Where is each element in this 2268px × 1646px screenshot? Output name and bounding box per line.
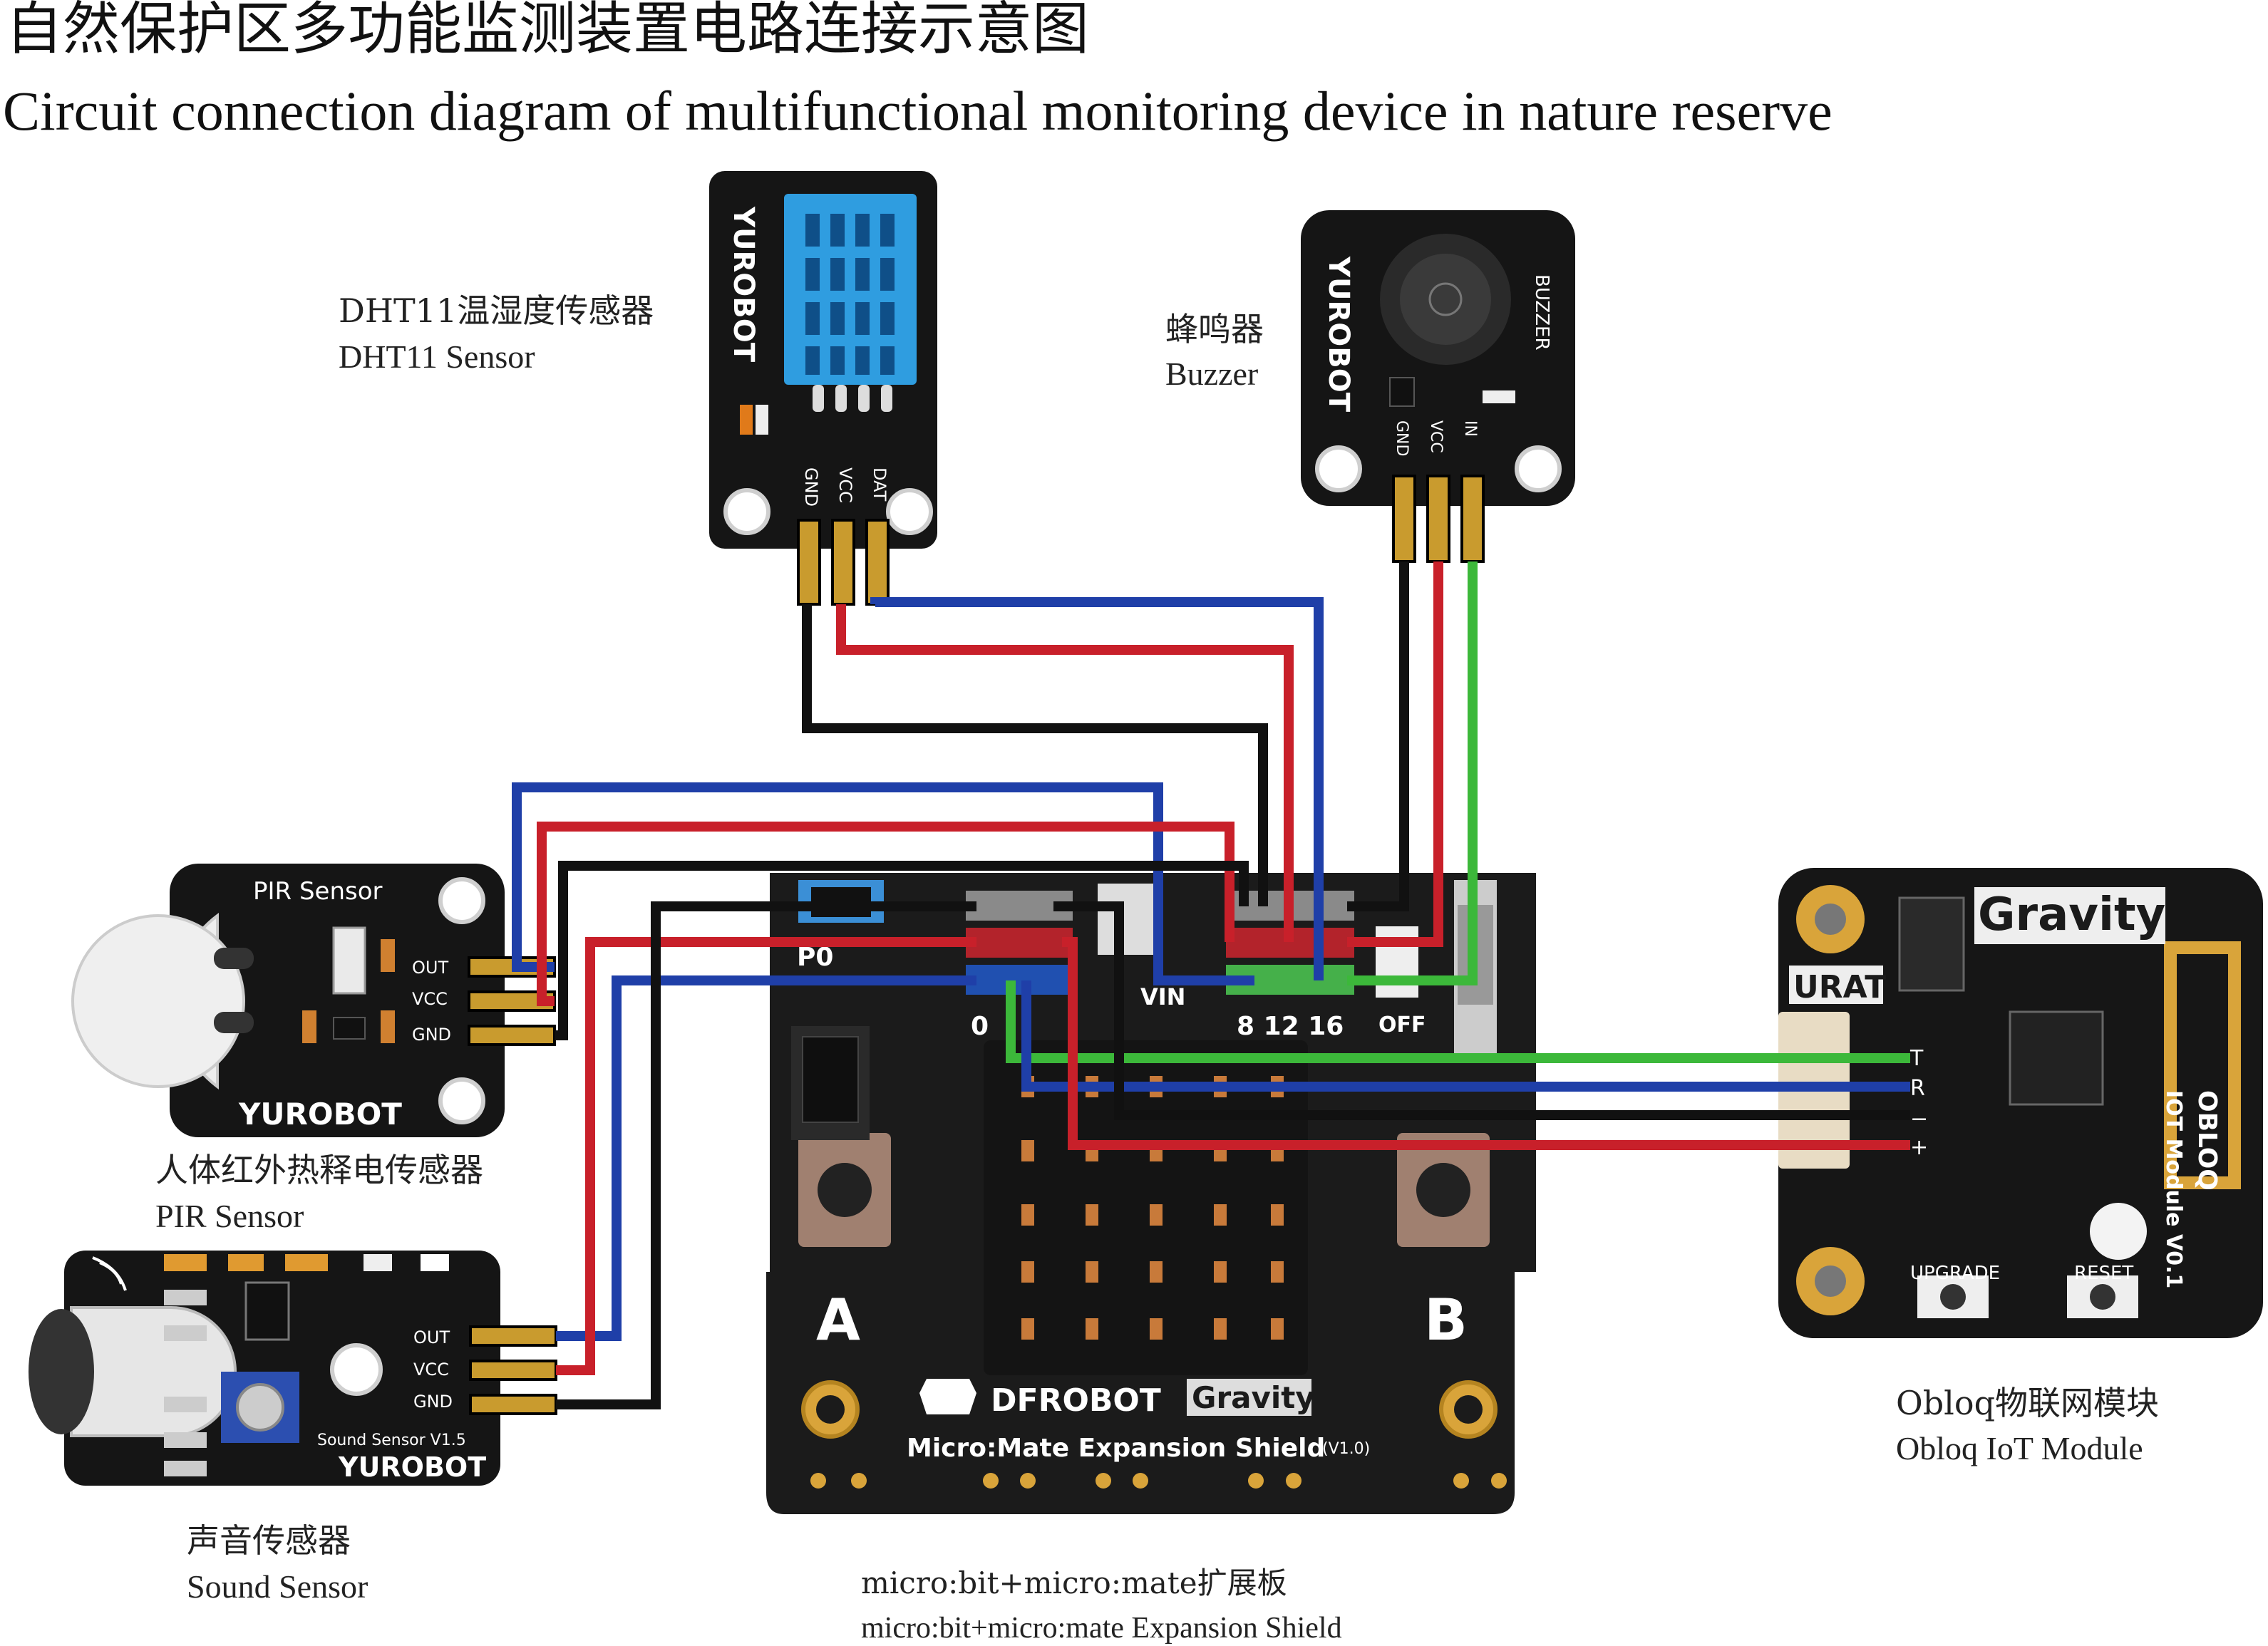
sound-header-pins bbox=[469, 1325, 557, 1415]
obloq-reset: RESET bbox=[2074, 1263, 2133, 1284]
sound-pin-gnd: GND bbox=[413, 1392, 453, 1412]
wire-sound-vcc bbox=[556, 937, 976, 1375]
pir-brand: YUROBOT bbox=[238, 1097, 402, 1132]
obloq-pin-r: R bbox=[1910, 1076, 1925, 1101]
buzzer-pin-vcc: VCC bbox=[1427, 420, 1445, 453]
title-cn: 自然保护区多功能监测装置电路连接示意图 bbox=[6, 0, 1089, 62]
obloq-side-text-2: IOT Module V0.1 bbox=[2161, 1090, 2186, 1288]
wire-dht11-vcc bbox=[836, 604, 1294, 942]
wire-buzzer-in bbox=[1347, 561, 1478, 985]
shield-name: Micro:Mate Expansion Shield bbox=[907, 1434, 1325, 1463]
wire-obloq-r bbox=[1021, 980, 1910, 1092]
dht11-board-text: DHT11 Sensor bbox=[943, 222, 964, 355]
wire-obloq-vcc bbox=[1062, 937, 1910, 1150]
obloq-gravity: Gravity bbox=[1978, 889, 2165, 941]
expansion-shield: P0 0 VIN 8 12 16 OFF A B DFROBOT Gravity… bbox=[766, 873, 1536, 1514]
obloq-chip bbox=[2009, 1010, 2104, 1106]
buzzer-module: YUROBOT BUZZER GND VCC IN bbox=[1301, 210, 1575, 563]
sound-module: OUT VCC GND Sound Sensor V1.5 YUROBOT bbox=[29, 1251, 557, 1486]
shield-btn-b: B bbox=[1424, 1287, 1468, 1353]
obloq-pin-t: T bbox=[1909, 1046, 1924, 1071]
shield-gravity: Gravity bbox=[1192, 1380, 1315, 1415]
sound-label-cn: 声音传感器 bbox=[187, 1521, 351, 1560]
sound-label-en: Sound Sensor bbox=[187, 1568, 368, 1605]
buzzer-brand: YUROBOT bbox=[1322, 256, 1355, 413]
obloq-pin-minus: − bbox=[1910, 1107, 1928, 1132]
shield-version: (V1.0) bbox=[1322, 1440, 1370, 1458]
shield-btn-a: A bbox=[816, 1287, 860, 1353]
buzzer-pin-gnd: GND bbox=[1393, 420, 1411, 456]
obloq-label-cn: Obloq物联网模块 bbox=[1896, 1384, 2159, 1422]
sound-pin-vcc: VCC bbox=[413, 1360, 449, 1380]
dht11-header-pins bbox=[797, 519, 890, 606]
obloq-antenna bbox=[2164, 941, 2241, 1189]
pir-label-en: PIR Sensor bbox=[155, 1198, 304, 1234]
buzzer-label-en: Buzzer bbox=[1165, 356, 1258, 392]
dht11-module: YUROBOT DHT11 Sensor GND VCC DAT bbox=[709, 171, 964, 606]
pir-module: PIR Sensor YUROBOT OUT VCC GND bbox=[71, 864, 556, 1137]
shield-pin-0: 0 bbox=[971, 1012, 989, 1041]
dht11-pin-vcc: VCC bbox=[835, 467, 855, 503]
obloq-urat: URAT bbox=[1793, 969, 1886, 1005]
shield-label-cn: micro:bit+micro:mate扩展板 bbox=[861, 1565, 1287, 1600]
pir-board-text: PIR Sensor bbox=[253, 877, 383, 906]
dht11-sensor-grill bbox=[784, 194, 917, 385]
title-en: Circuit connection diagram of multifunct… bbox=[3, 80, 1833, 142]
wire-obloq-t bbox=[1006, 980, 1910, 1063]
sound-pin-out: OUT bbox=[413, 1327, 450, 1347]
wire-sound-gnd bbox=[556, 901, 976, 1409]
microbit-led-matrix bbox=[984, 1040, 1308, 1375]
dht11-brand: YUROBOT bbox=[727, 206, 760, 363]
sound-microphone bbox=[70, 1306, 237, 1437]
shield-pin-p0: P0 bbox=[797, 943, 833, 972]
obloq-upgrade: UPGRADE bbox=[1910, 1263, 2000, 1284]
dfrobot-logo-icon bbox=[919, 1379, 976, 1414]
sound-board-text: Sound Sensor V1.5 bbox=[317, 1432, 466, 1449]
shield-off: OFF bbox=[1378, 1013, 1426, 1037]
wires bbox=[512, 561, 1910, 1409]
buzzer-label-cn: 蜂鸣器 bbox=[1165, 310, 1264, 348]
dht11-pin-dat: DAT bbox=[870, 467, 890, 502]
obloq-module: Gravity URAT UPGRADE RESET OBLOQ IOT Mod… bbox=[1778, 868, 2263, 1338]
wire-dht11-gnd bbox=[802, 604, 1268, 906]
shield-vin: VIN bbox=[1140, 983, 1185, 1010]
buzzer-pin-in: IN bbox=[1461, 420, 1479, 437]
wire-pir-out bbox=[512, 782, 1254, 985]
wire-buzzer-vcc bbox=[1347, 561, 1443, 947]
sound-brand: YUROBOT bbox=[338, 1451, 486, 1483]
wire-dht11-dat bbox=[870, 597, 1324, 980]
dht11-label-en: DHT11 Sensor bbox=[339, 338, 535, 375]
shield-pins-right: 8 12 16 bbox=[1237, 1012, 1344, 1041]
wire-buzzer-gnd bbox=[1347, 561, 1409, 911]
buzzer-header-pins bbox=[1392, 475, 1485, 563]
shield-label-en: micro:bit+micro:mate Expansion Shield bbox=[861, 1612, 1342, 1645]
obloq-label-en: Obloq IoT Module bbox=[1896, 1430, 2143, 1466]
buzzer-board-text: BUZZER bbox=[1531, 274, 1552, 351]
shield-brand: DFROBOT bbox=[991, 1382, 1161, 1419]
wire-pir-gnd bbox=[555, 861, 1249, 1040]
pir-pin-vcc: VCC bbox=[412, 989, 448, 1009]
obloq-side-text-1: OBLOQ bbox=[2192, 1090, 2222, 1191]
dht11-pin-gnd: GND bbox=[801, 467, 821, 507]
dht11-label-cn: DHT11温湿度传感器 bbox=[339, 291, 654, 330]
wire-obloq-gnd bbox=[1053, 901, 1910, 1120]
pir-pin-out: OUT bbox=[412, 958, 448, 978]
shield-header-left bbox=[966, 891, 1073, 995]
obloq-pin-plus: + bbox=[1910, 1135, 1928, 1160]
pir-label-cn: 人体红外热释电传感器 bbox=[155, 1151, 483, 1189]
pir-pin-gnd: GND bbox=[412, 1025, 451, 1045]
